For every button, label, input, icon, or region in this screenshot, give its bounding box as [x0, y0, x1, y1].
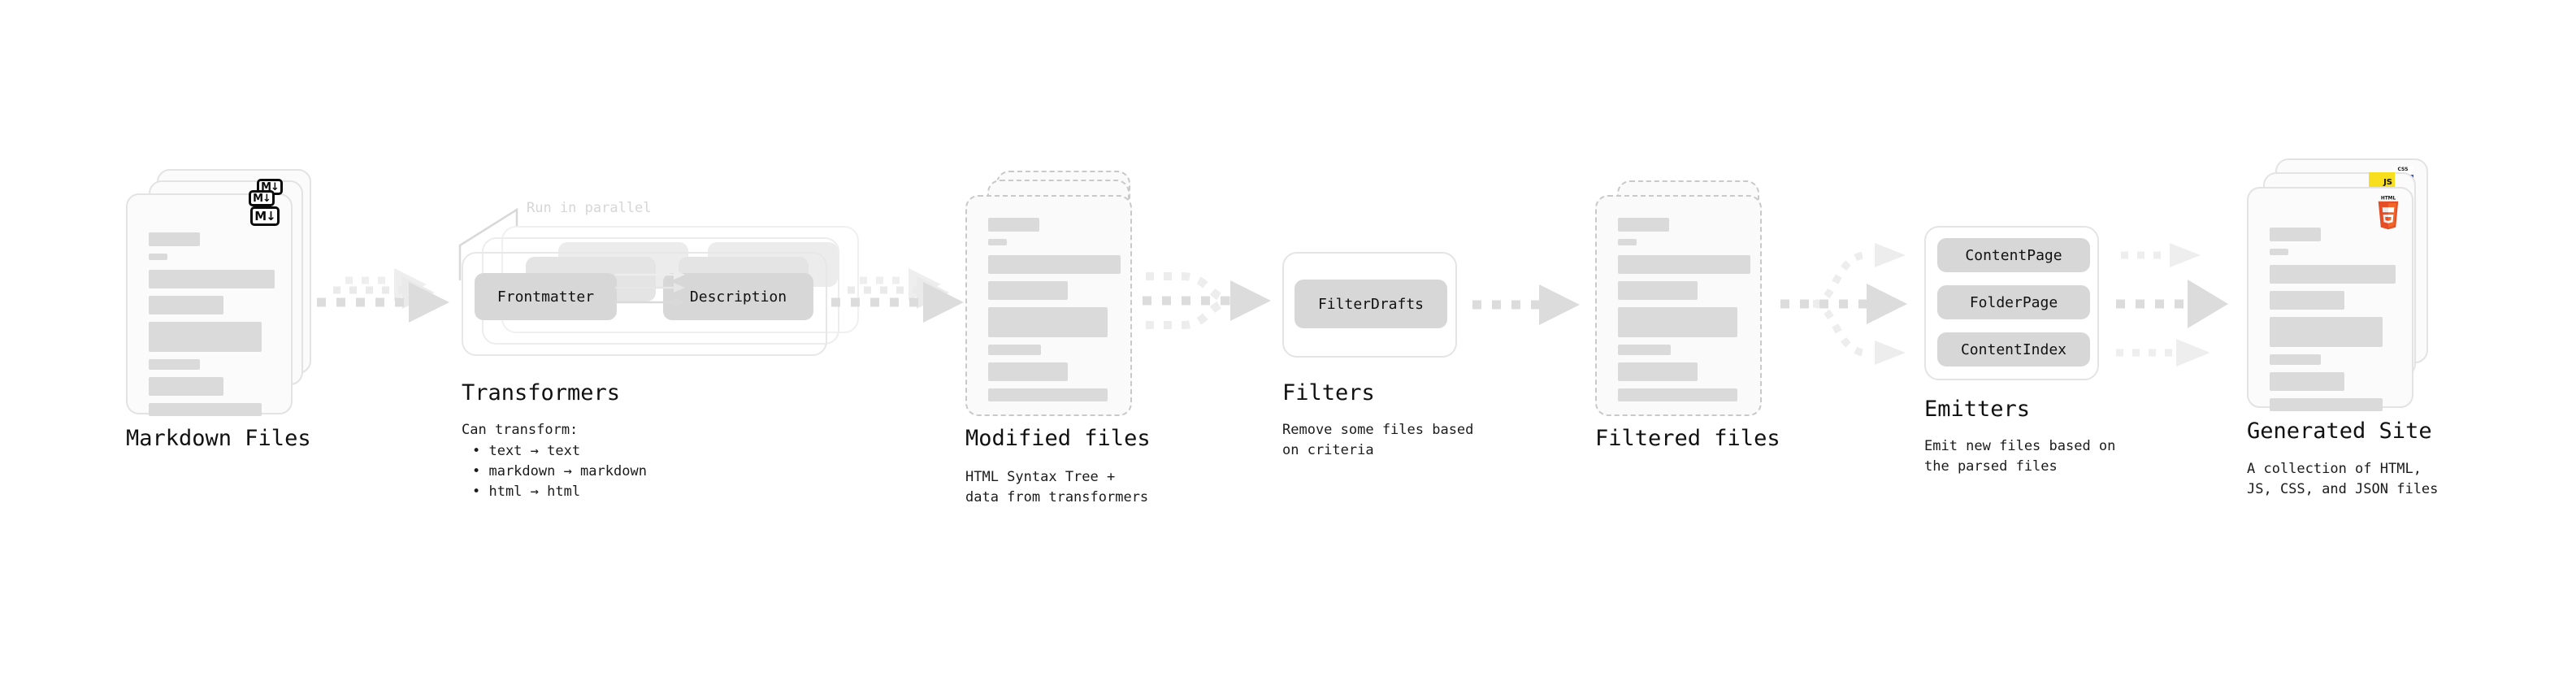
js-icon: JS [2369, 172, 2395, 189]
transformers-bullet: • html → html [472, 484, 581, 500]
emitters-title: Emitters [1924, 397, 2031, 422]
modified-files-title: Modified files [965, 426, 1151, 451]
html5-icon: HTML [2378, 197, 2399, 230]
filtered-files-title: Filtered files [1595, 426, 1780, 451]
skeleton-bar [2270, 372, 2344, 391]
site-skeleton-body [2270, 228, 2396, 419]
skeleton-bar [149, 270, 275, 288]
filter-pill-filterdrafts[interactable]: FilterDrafts [1295, 280, 1447, 328]
transformers-subtitle: Can transform: [462, 422, 579, 438]
skeleton-bar [149, 296, 223, 314]
skeleton-bar [1618, 362, 1698, 381]
markdown-icon: M↓ [250, 206, 280, 226]
skeleton-bar [1618, 345, 1671, 355]
filters-subtitle: Remove some files based on criteria [1282, 422, 1474, 458]
transformers-title: Transformers [462, 380, 621, 406]
skeleton-bar [149, 377, 223, 396]
skeleton-bar [2270, 317, 2383, 347]
skeleton-bar [988, 218, 1039, 232]
transformers-bullet-list: • text → text • markdown → markdown • ht… [462, 441, 647, 502]
skeleton-bar [149, 232, 200, 246]
emitter-pill-contentpage[interactable]: ContentPage [1937, 238, 2090, 272]
arrow-emitters-to-site [2116, 243, 2228, 367]
svg-text:HTML: HTML [2381, 197, 2396, 202]
skeleton-bar [988, 281, 1068, 300]
filters-title: Filters [1282, 380, 1375, 406]
transformer-internal-arrows [615, 270, 685, 307]
filters-box: FilterDrafts [1282, 252, 1457, 358]
skeleton-bar [2270, 354, 2321, 365]
transformers-bullet: • text → text [472, 443, 581, 459]
arrow-modified-to-filters [1143, 272, 1271, 329]
skeleton-bar [1618, 255, 1750, 274]
skeleton-bar [988, 345, 1041, 355]
site-card-front: HTML [2247, 187, 2413, 411]
skeleton-bar [1618, 388, 1737, 401]
skeleton-bar [1618, 281, 1698, 300]
skeleton-bar [988, 255, 1121, 274]
skeleton-bar [149, 359, 200, 370]
run-in-parallel-bracket [458, 207, 518, 280]
skeleton-bar [149, 322, 262, 352]
emitter-pill-contentindex[interactable]: ContentIndex [1937, 332, 2090, 367]
skeleton-bar [2270, 291, 2344, 310]
emitters-subtitle: Emit new files based on the parsed files [1924, 438, 2116, 475]
emitter-pill-folderpage[interactable]: FolderPage [1937, 285, 2090, 319]
skeleton-bar [2270, 228, 2321, 241]
markdown-card-front: M↓ [126, 193, 293, 416]
skeleton-bar [988, 307, 1108, 337]
arrow-filtered-to-emitters [1780, 243, 1907, 365]
emitters-box: ContentPage FolderPage ContentIndex [1924, 226, 2099, 380]
arrow-markdown-to-transformers [317, 268, 449, 323]
skeleton-bar [1618, 239, 1637, 245]
skeleton-bar [1618, 307, 1737, 337]
markdown-files-title: Markdown Files [126, 426, 311, 451]
filtered-skeleton-body [1618, 218, 1750, 409]
modified-files-subtitle: HTML Syntax Tree + data from transformer… [965, 469, 1149, 505]
markdown-skeleton-body [149, 232, 275, 423]
generated-site-subtitle: A collection of HTML, JS, CSS, and JSON … [2247, 461, 2439, 497]
skeleton-bar [988, 239, 1007, 245]
skeleton-bar [2270, 398, 2383, 411]
skeleton-bar [988, 362, 1068, 381]
modified-card-front [965, 195, 1132, 416]
modified-skeleton-body [988, 218, 1121, 409]
markdown-icon: M↓ [249, 190, 275, 206]
transformers-panel-front: Frontmatter Description [462, 252, 827, 356]
transformer-pill-frontmatter[interactable]: Frontmatter [475, 273, 617, 320]
skeleton-bar [1618, 218, 1669, 232]
transformer-pill-description[interactable]: Description [663, 273, 813, 320]
skeleton-bar [2270, 265, 2396, 284]
transformers-bullet: • markdown → markdown [472, 463, 647, 479]
skeleton-bar [988, 388, 1108, 401]
arrow-transformers-to-modified [831, 268, 964, 323]
arrow-filters-to-filtered [1472, 284, 1580, 325]
generated-site-title: Generated Site [2247, 419, 2432, 444]
run-in-parallel-label: Run in parallel [527, 200, 652, 216]
filtered-card-front [1595, 195, 1762, 416]
skeleton-bar [149, 403, 262, 416]
skeleton-bar [149, 254, 167, 260]
skeleton-bar [2270, 249, 2288, 255]
